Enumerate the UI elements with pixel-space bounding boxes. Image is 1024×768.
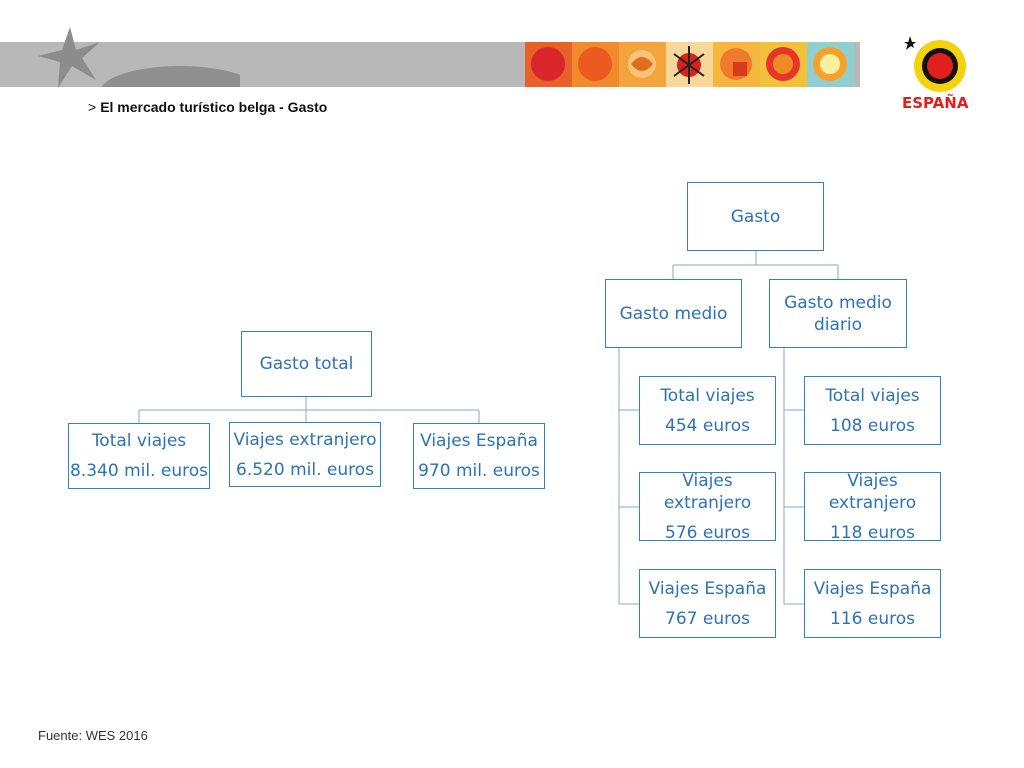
node-label: Viajes extranjero <box>828 470 917 513</box>
node-label: Viajes extranjero <box>233 429 377 450</box>
node-label: Viajes España <box>420 431 538 451</box>
gm-total-viajes-node: Total viajes 454 euros <box>639 376 776 445</box>
node-label: Total viajes <box>91 431 187 451</box>
node-value: 970 mil. euros <box>418 461 540 481</box>
node-label: Gasto total <box>259 354 354 374</box>
sun-logo-icon: ESPAÑA <box>902 36 969 112</box>
gasto-medio-diario-node: Gasto medio diario <box>769 279 907 348</box>
node-label: Viajes extranjero <box>663 470 752 513</box>
node-label: Viajes España <box>813 578 932 599</box>
node-label-line1: Gasto medio <box>784 292 892 313</box>
node-value: 576 euros <box>665 522 750 543</box>
bright-sun-tile-icon <box>807 42 854 87</box>
gasto-medio-node: Gasto medio <box>605 279 742 348</box>
block-sun-tile-icon <box>713 42 760 87</box>
gm-viajes-espana-node: Viajes España 767 euros <box>639 569 776 638</box>
node-label: Viajes España <box>648 578 767 599</box>
logo-wordmark: ESPAÑA <box>902 93 969 112</box>
espana-logo: ESPAÑA <box>896 28 982 116</box>
gasto-total-node: Gasto total <box>241 331 372 397</box>
beetle-tile-icon <box>666 42 713 87</box>
spiral-sun-tile-icon <box>619 42 666 87</box>
node-label: Total viajes <box>825 385 920 406</box>
node-value: 116 euros <box>830 608 915 629</box>
gmd-viajes-extranjero-node: Viajes extranjero 118 euros <box>804 470 941 543</box>
node-label: Gasto <box>730 206 781 227</box>
page-title: El mercado turístico belga - Gasto <box>100 99 328 115</box>
gmd-total-viajes-node: Total viajes 108 euros <box>804 376 941 445</box>
ring-sun-tile-icon <box>760 42 807 87</box>
node-value: 454 euros <box>665 415 750 436</box>
node-label-line2: diario <box>813 314 863 335</box>
decorative-shapes-icon <box>101 66 240 87</box>
gmd-viajes-espana-node: Viajes España 116 euros <box>804 569 941 638</box>
node-value: 767 euros <box>665 608 750 629</box>
node-label: Gasto medio <box>619 303 728 324</box>
gasto-node: Gasto <box>687 182 824 251</box>
star-decoration-icon <box>38 27 100 88</box>
node-value: 6.520 mil. euros <box>236 459 374 480</box>
source-note: Fuente: WES 2016 <box>38 728 148 743</box>
viajes-espana-node: Viajes España 970 mil. euros <box>413 423 545 489</box>
gm-viajes-extranjero-node: Viajes extranjero 576 euros <box>639 470 776 543</box>
node-label: Total viajes <box>660 385 755 406</box>
art-tiles <box>525 42 854 87</box>
node-value: 118 euros <box>830 522 915 543</box>
breadcrumb: >El mercado turístico belga - Gasto <box>88 99 327 115</box>
node-value: 108 euros <box>830 415 915 436</box>
total-viajes-node: Total viajes 8.340 mil. euros <box>68 423 210 489</box>
red-sun-tile-icon <box>525 42 572 87</box>
node-value: 8.340 mil. euros <box>70 461 208 481</box>
breadcrumb-separator: > <box>88 99 97 115</box>
viajes-extranjero-node: Viajes extranjero 6.520 mil. euros <box>229 422 381 487</box>
orange-sun-tile-icon <box>572 42 619 87</box>
